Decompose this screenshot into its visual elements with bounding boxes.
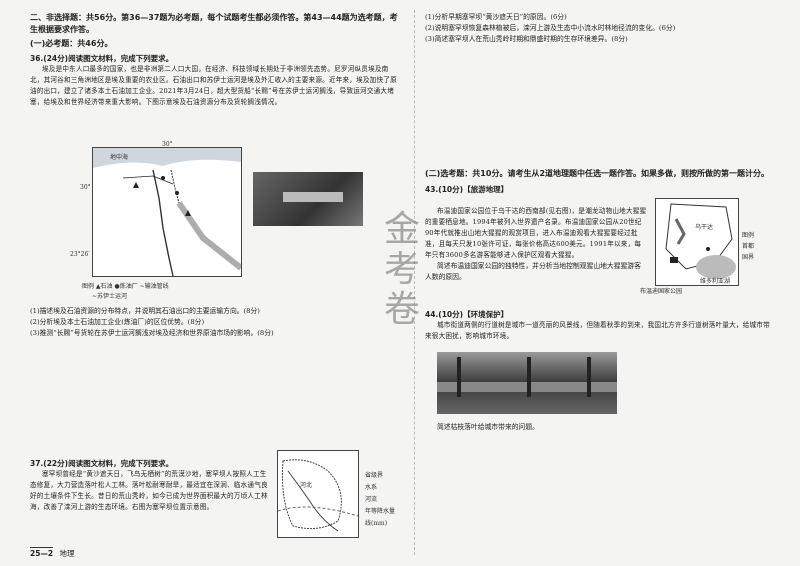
pipeline-line xyxy=(122,175,174,185)
q36-legend-canal: ~苏伊士运河 xyxy=(92,293,128,300)
legend-oil: ▲石油 xyxy=(95,283,113,290)
legend-refinery: ●炼油厂 xyxy=(114,283,138,290)
q43-passage: 布温迪国家公园位于乌干达的西南部(见右图)，是潮龙动物山地大猩猩的重要栖息地。1… xyxy=(425,207,647,259)
egypt-oil-map xyxy=(92,147,243,277)
uganda-map xyxy=(655,198,739,286)
mediterranean-sea xyxy=(93,148,241,168)
lake-label: 维多利亚湖 xyxy=(700,278,731,285)
tree-trunk xyxy=(587,357,591,397)
subject-label: 地理 xyxy=(59,549,75,558)
required-header: (一)必考题：共46分。 xyxy=(30,39,113,48)
elective-block: (二)选考题：共10分。请考生从2道地理题中任选一题作答。如果多做，则按所做的第… xyxy=(425,168,775,195)
legend-border: 省级界 xyxy=(365,472,384,479)
q36-title: 36.(24分)阅读图文材料，完成下列要求。 xyxy=(30,54,174,63)
q36-question-1: (1)描述埃及石油资源的分布特点，并说明其石油出口的主要运输方向。(8分) xyxy=(30,307,260,315)
lat-top-label: 30° xyxy=(162,141,173,148)
suez-canal xyxy=(170,169,180,204)
legend-water: 水系 xyxy=(365,484,378,491)
refinery-icon xyxy=(175,191,179,195)
refinery-icon xyxy=(161,176,165,180)
page-footer: 25—2 地理 xyxy=(30,547,75,559)
ship-shape xyxy=(283,192,343,202)
park-label: 布温迪国家公园 xyxy=(640,288,683,295)
section-header: 二、非选择题：共56分。第36—37题为必考题，每个试题考生都必须作答。第43—… xyxy=(30,13,398,34)
river-line xyxy=(287,470,339,532)
nile-river xyxy=(152,169,174,277)
lat-mid-label: 30° xyxy=(80,184,91,191)
q37-block: 37.(22分)阅读图文材料，完成下列要求。 塞罕坝曾经是“黄沙遮天日，飞鸟无栖… xyxy=(30,454,270,513)
q44-block: 44.(10分)【环境保护】 城市街道两侧的行道树是城市一道亮丽的风景线，但随着… xyxy=(425,305,775,342)
left-column: 二、非选择题：共56分。第36—37题为必考题，每个试题考生都必须作答。第43—… xyxy=(30,12,400,108)
tree-trunk xyxy=(527,357,531,397)
saihanba-map-svg xyxy=(277,459,359,532)
q43-passage-block: 布温迪国家公园位于乌干达的西南部(见右图)，是潮龙动物山地大猩猩的重要栖息地。1… xyxy=(425,206,647,283)
legend-river: 河流 xyxy=(365,496,378,503)
q36-question-3: (3)推测“长赐”号货轮在苏伊士运河搁浅对埃及经济和世界原油市场的影响。(8分) xyxy=(30,329,274,337)
right-column: (1)分析早期塞罕坝“黄沙遮天日”的原因。(6分) (2)说明塞罕坝恢复森林植被… xyxy=(425,12,775,45)
uganda-map-svg xyxy=(665,203,736,279)
lake-victoria xyxy=(696,255,736,279)
legend-pipeline: ~输油管线 xyxy=(139,283,169,290)
q44-passage: 城市街道两侧的行道树是城市一道亮丽的风景线，但随着秋季的到来，我国北方许多行道树… xyxy=(425,321,770,340)
province-label: 河北 xyxy=(300,482,313,489)
country-label: 乌干达 xyxy=(695,224,714,231)
precip-isoline xyxy=(277,506,359,517)
q37-question-3: (3)简述塞罕坝人在荒山秃岭时期和鼎盛时期的生存环境差异。(8分) xyxy=(425,35,628,43)
legend-capital: 首都 xyxy=(742,243,755,250)
q43-question: 简述布温迪国家公园的独特性，并分析当地控制观猩山地大猩猩游客人数的原因。 xyxy=(425,262,641,281)
oil-field-icon xyxy=(133,182,139,188)
ship-photo xyxy=(253,172,363,226)
saihanba-map xyxy=(277,450,359,538)
legend-title: 图例 xyxy=(742,232,755,239)
elective-header: (二)选考题：共10分。请考生从2道地理题中任选一题作答。如果多做，则按所做的第… xyxy=(425,169,770,178)
legend-isoline: 年等降水量线(mm) xyxy=(365,508,396,527)
street-trees-photo xyxy=(437,352,617,414)
q36-question-2: (2)分析埃及本土石油加工企业(炼油厂)的区位优势。(8分) xyxy=(30,318,205,326)
q43-title: 43.(10分)【旅游地理】 xyxy=(425,185,509,194)
q37-question-1: (1)分析早期塞罕坝“黄沙遮天日”的原因。(6分) xyxy=(425,13,567,21)
q36-passage: 埃及是中东人口最多的国家，也是非洲第二人口大国，在经济、科技领域长期处于非洲领先… xyxy=(30,65,397,106)
q36-questions: (1)描述埃及石油资源的分布特点，并说明其石油出口的主要运输方向。(8分) (2… xyxy=(30,306,400,339)
capital-icon xyxy=(706,247,710,251)
q37-title: 37.(22分)阅读图文材料，完成下列要求。 xyxy=(30,459,174,468)
page-number: 25—2 xyxy=(30,547,54,558)
map-sea-label: 地中海 xyxy=(110,154,129,161)
province-border xyxy=(281,459,342,530)
q44-title: 44.(10分)【环境保护】 xyxy=(425,310,509,319)
q36-legend: 图例 ▲石油 ●炼油厂 ~输油管线 xyxy=(82,283,169,290)
oil-field-icon xyxy=(185,210,191,216)
q43-legend: 图例 首都 国界 xyxy=(742,230,754,263)
q37-question-2: (2)说明塞罕坝恢复森林植被后，滦河上游及生态中小流水时林地径流的变化。(6分) xyxy=(425,24,676,32)
q44-question: 简述枯枝落叶给城市带来的问题。 xyxy=(437,423,539,431)
lat-bottom-label: 23°26′ xyxy=(70,251,90,258)
egypt-map-svg xyxy=(93,148,243,277)
column-divider xyxy=(414,10,415,555)
q37-legend: 省级界 水系 河流 年等降水量线(mm) xyxy=(365,470,399,530)
park-marker xyxy=(670,257,678,263)
watermark-logo: 金考卷 xyxy=(383,209,420,330)
legend-national-border: 国界 xyxy=(742,254,755,261)
lake-albert xyxy=(674,218,686,245)
tree-trunk xyxy=(457,357,461,397)
q37-passage: 塞罕坝曾经是“黄沙遮天日，飞鸟无栖树”的荒漠沙地，塞罕坝人按照人工生态修复，大力… xyxy=(30,470,268,511)
